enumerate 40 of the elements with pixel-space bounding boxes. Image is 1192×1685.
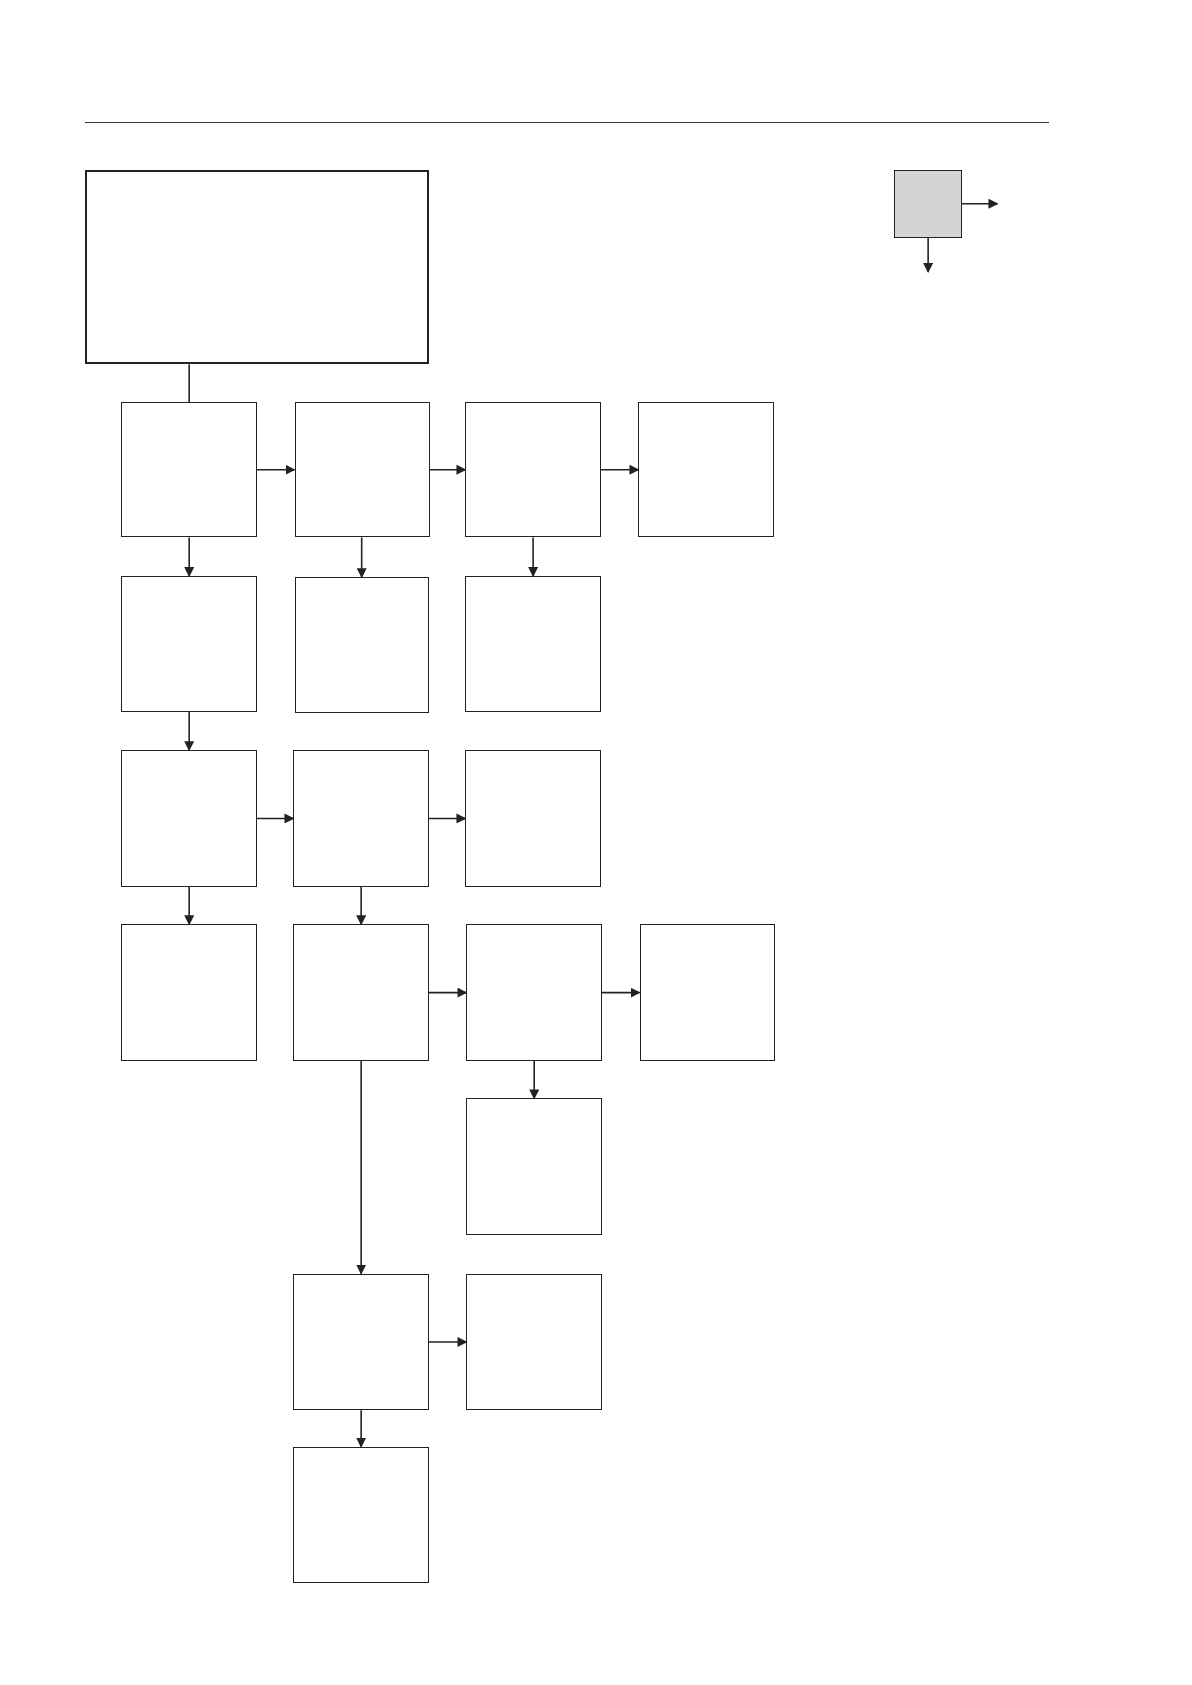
process-box (294, 577, 429, 713)
arrow (601, 987, 641, 998)
arrow (256, 464, 296, 475)
process-box (465, 750, 601, 887)
process-box (465, 402, 601, 538)
arrow (428, 1336, 468, 1347)
process-box (465, 576, 601, 712)
key-box (894, 169, 962, 238)
process-box (293, 1446, 429, 1584)
arrow (184, 710, 195, 752)
arrow (600, 464, 640, 475)
arrow (429, 464, 467, 475)
arrow (184, 536, 195, 578)
process-box (293, 924, 429, 1061)
process-box (121, 924, 257, 1061)
arrow (961, 198, 999, 209)
arrow (356, 1409, 367, 1448)
process-box (84, 169, 429, 365)
arrow (428, 813, 467, 824)
connector-line (188, 363, 190, 403)
arrow (256, 813, 295, 824)
process-box (639, 924, 775, 1061)
process-box (466, 1273, 602, 1411)
process-box (638, 402, 774, 538)
arrow (356, 885, 367, 926)
process-box (466, 1098, 602, 1235)
process-box (121, 402, 257, 538)
arrow (923, 236, 934, 273)
process-box (293, 750, 429, 887)
arrow (528, 536, 539, 578)
arrow (356, 536, 367, 579)
arrow (356, 1060, 367, 1275)
arrow (428, 987, 468, 998)
process-box (121, 576, 257, 712)
process-box (294, 402, 430, 538)
process-box (293, 1273, 429, 1411)
arrow (184, 885, 195, 926)
process-box (466, 924, 602, 1061)
process-box (121, 750, 257, 887)
arrow (529, 1060, 540, 1100)
